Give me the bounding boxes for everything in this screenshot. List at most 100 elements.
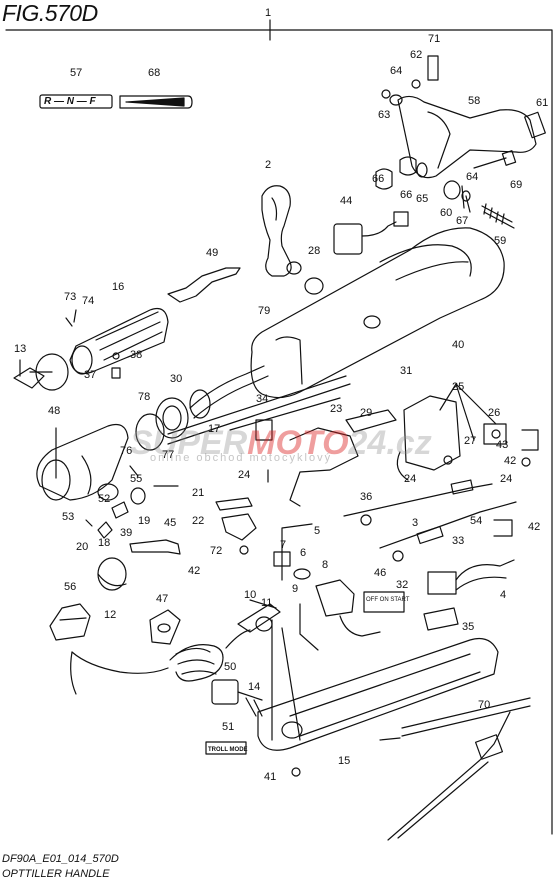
callout-39: 39 <box>120 527 133 539</box>
cap-13 <box>13 367 45 389</box>
callout-4: 4 <box>500 589 507 601</box>
callout-31: 31 <box>400 365 413 377</box>
callout-63: 63 <box>378 109 391 121</box>
callout-6: 6 <box>300 547 307 559</box>
nut-62 <box>411 79 421 89</box>
washer-38 <box>112 352 120 360</box>
lever-56 <box>49 603 91 641</box>
lanyard-loop <box>70 651 77 695</box>
bracket-45 <box>129 539 181 555</box>
spring-39 <box>111 501 129 519</box>
callout-49: 49 <box>206 247 219 259</box>
collar-28 <box>304 277 324 295</box>
bolt-69-head <box>501 150 517 166</box>
leader-9 <box>299 603 319 651</box>
sticker-47 <box>149 609 181 645</box>
lanyard-cord <box>71 651 169 674</box>
grip-cover-53 <box>36 423 129 501</box>
bracket-58-edge <box>427 111 451 169</box>
switch-50-lead <box>237 691 263 701</box>
base-plate-15 <box>257 637 499 751</box>
callout-8: 8 <box>322 559 329 571</box>
callout-60: 60 <box>440 207 453 219</box>
extension-70-clamp <box>474 734 504 760</box>
switch-44 <box>333 223 363 255</box>
callout-30: 30 <box>170 373 183 385</box>
harness-wire-4 <box>455 559 515 581</box>
bolt-42-a <box>521 457 531 467</box>
callout-76: 76 <box>120 445 133 457</box>
watermark-subtitle: online obchod motocyklový <box>150 452 333 464</box>
washer-67 <box>461 190 471 202</box>
sticker-47-mark <box>157 623 171 633</box>
part-19 <box>130 487 146 505</box>
callout-15: 15 <box>338 755 351 767</box>
callout-7: 7 <box>280 539 287 551</box>
callout-9: 9 <box>292 583 299 595</box>
callout-1: 1 <box>265 7 272 19</box>
leader-5 <box>281 523 313 581</box>
ignition-switch-8 <box>315 579 355 617</box>
tiller-inner-line <box>275 336 303 385</box>
figure-code: DF90A_E01_014_570D <box>2 853 119 865</box>
callout-44: 44 <box>340 195 353 207</box>
switch-50 <box>211 679 239 705</box>
bolt-71 <box>427 55 439 81</box>
placard-text: OFF ON START <box>366 597 410 603</box>
callout-46: 46 <box>374 567 387 579</box>
figure-name: OPTTILLER HANDLE <box>2 868 110 880</box>
callout-61: 61 <box>536 97 549 109</box>
leader-10 <box>249 599 277 609</box>
washer-65 <box>416 162 428 178</box>
callout-24a: 24 <box>238 469 251 481</box>
callout-34: 34 <box>256 393 269 405</box>
callout-18: 18 <box>98 537 111 549</box>
callout-23: 23 <box>330 403 343 415</box>
leader-73-74 <box>73 309 77 323</box>
lever-56-line <box>59 617 87 621</box>
clip-14 <box>245 697 263 717</box>
callout-53: 53 <box>62 511 75 523</box>
callout-2: 2 <box>265 159 272 171</box>
grip-cover-53-line <box>81 455 92 495</box>
ignition-lead-9 <box>339 615 381 637</box>
plate-61 <box>524 111 546 139</box>
callout-12: 12 <box>104 609 117 621</box>
callout-41: 41 <box>264 771 277 783</box>
callout-22: 22 <box>192 515 205 527</box>
label-51 <box>205 741 247 755</box>
cable-33 <box>379 501 517 549</box>
watermark-part-c: 24.cz <box>348 424 432 462</box>
lever-knob-end <box>286 261 302 275</box>
screw-27 <box>443 455 453 465</box>
nut-66-b <box>399 156 417 176</box>
callout-35: 35 <box>462 621 475 633</box>
bolt-72 <box>239 545 249 555</box>
callout-26: 26 <box>488 407 501 419</box>
shift-plate-text: R — N — F <box>44 96 96 107</box>
bracket-54 <box>493 519 513 537</box>
plate-26-hole <box>491 429 501 439</box>
plate-21 <box>215 497 253 511</box>
bolt-41 <box>291 767 301 777</box>
callout-68: 68 <box>148 67 161 79</box>
callout-70: 70 <box>478 699 491 711</box>
washer-64 <box>389 94 403 106</box>
leader-lanyard-base <box>271 619 301 741</box>
extension-70-top <box>401 697 531 737</box>
leader-25 <box>439 383 497 441</box>
nut-63 <box>381 89 391 99</box>
troll-mode-text: TROLL MODE <box>208 747 248 753</box>
bolt-59-shank <box>481 205 515 229</box>
callout-62: 62 <box>410 49 423 61</box>
callout-74: 74 <box>82 295 95 307</box>
callout-13: 13 <box>14 343 27 355</box>
callout-59: 59 <box>494 235 507 247</box>
callout-32: 32 <box>396 579 409 591</box>
callout-79: 79 <box>258 305 271 317</box>
coil-cord-turns <box>175 647 217 675</box>
bolt-59-thread <box>483 203 505 225</box>
grip-16-ribs <box>95 311 163 361</box>
sticker-68-wedge <box>125 97 185 107</box>
ring-11 <box>255 616 273 632</box>
